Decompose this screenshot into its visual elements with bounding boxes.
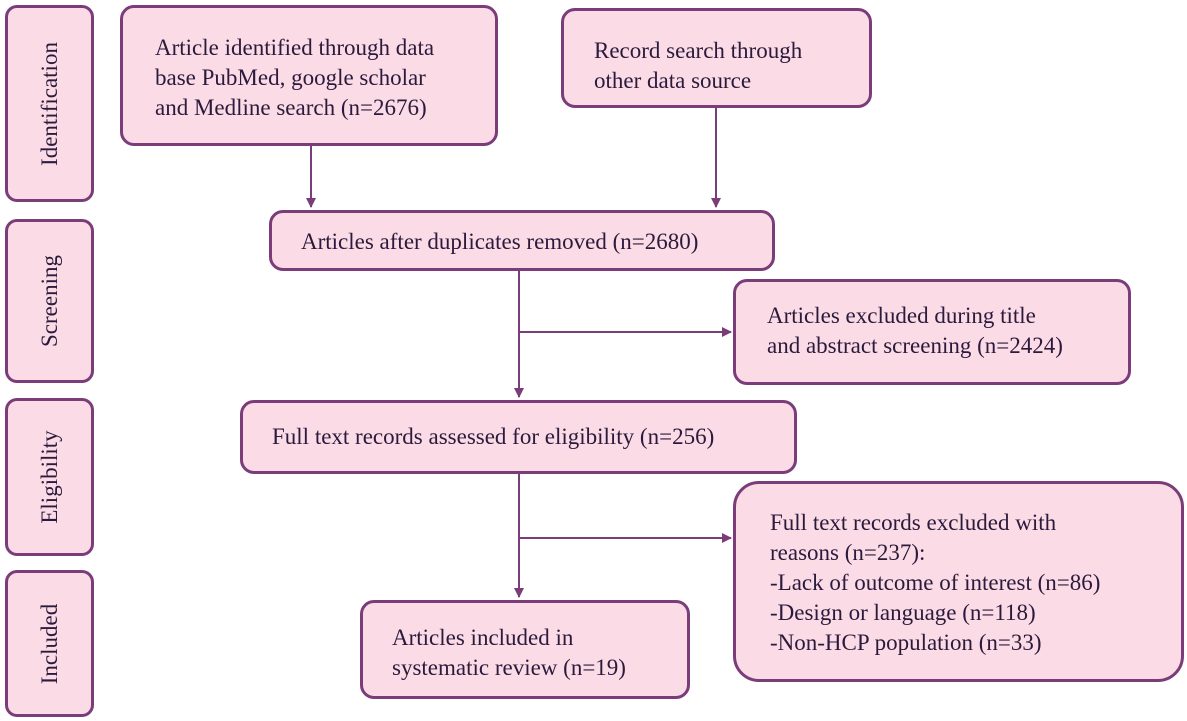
box-full-text-excluded-line-2: reasons (n=237): <box>770 540 926 565</box>
box-full-text-excluded: Full text records excluded with reasons … <box>733 481 1184 682</box>
box-excluded-screening-line-1: Articles excluded during title <box>767 303 1036 328</box>
box-full-text-excluded-line-3: -Lack of outcome of interest (n=86) <box>770 570 1101 595</box>
box-database-search-line-1: Article identified through data <box>155 35 435 60</box>
box-full-text-assessed: Full text records assessed for eligibili… <box>240 400 797 474</box>
box-other-sources: Record search through other data source <box>561 8 872 108</box>
stage-eligibility: Eligibility <box>5 398 94 556</box>
box-other-sources-line-2: other data source <box>594 68 752 93</box>
box-after-duplicates: Articles after duplicates removed (n=268… <box>269 210 775 271</box>
box-included-review-line-2: systematic review (n=19) <box>392 655 626 680</box>
box-full-text-excluded-line-1: Full text records excluded with <box>770 510 1057 535</box>
box-excluded-screening-line-2: and abstract screening (n=2424) <box>767 333 1063 358</box>
stage-identification: Identification <box>5 5 94 202</box>
box-included-review: Articles included in systematic review (… <box>360 600 690 699</box>
box-database-search-line-2: base PubMed, google scholar <box>155 65 426 90</box>
box-full-text-assessed-line-1: Full text records assessed for eligibili… <box>272 424 715 449</box>
box-full-text-excluded-line-4: -Design or language (n=118) <box>770 600 1036 625</box>
box-other-sources-line-1: Record search through <box>594 38 803 63</box>
box-excluded-screening: Articles excluded during title and abstr… <box>733 279 1131 385</box>
stage-screening: Screening <box>5 219 94 383</box>
box-after-duplicates-line-1: Articles after duplicates removed (n=268… <box>301 229 699 254</box>
box-full-text-excluded-line-5: -Non-HCP population (n=33) <box>770 630 1042 655</box>
stage-included: Included <box>5 570 94 717</box>
box-database-search-line-3: and Medline search (n=2676) <box>155 95 427 120</box>
box-database-search: Article identified through data base Pub… <box>120 5 498 146</box>
box-included-review-line-1: Articles included in <box>392 625 574 650</box>
